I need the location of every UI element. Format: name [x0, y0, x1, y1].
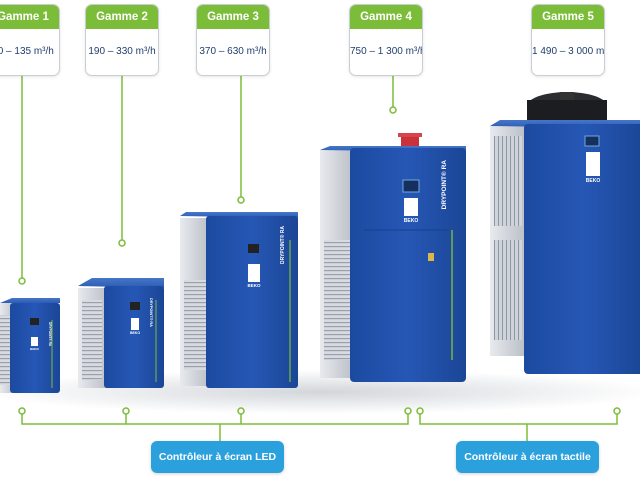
brand-label-1: BEKO — [30, 347, 39, 351]
model-label-3: DRYPOINT® RA — [279, 226, 286, 264]
range-title: Gamme 5 — [532, 5, 604, 29]
brand-label-3: BEKO — [247, 283, 261, 288]
touch-controller-label: Contrôleur à écran tactile — [456, 441, 599, 473]
range-flow-rate: 70 – 135 m³/h — [0, 46, 54, 57]
brand-label-4: BEKO — [404, 218, 419, 224]
dryer-gamme-1 — [0, 298, 60, 393]
range-title: Gamme 4 — [350, 5, 422, 29]
model-label-1: DRYPOINT® RA — [48, 322, 52, 347]
touch-controller-bracket — [416, 407, 621, 441]
led-controller-label: Contrôleur à écran LED — [151, 441, 284, 473]
range-connectors — [18, 75, 397, 285]
range-card-gamme-1: Gamme 1 70 – 135 m³/h — [0, 4, 60, 76]
dryer-gamme-2 — [78, 278, 164, 388]
brand-label-2: BEKO — [130, 331, 140, 335]
range-flow-rate: 190 – 330 m³/h — [88, 46, 156, 57]
range-title: Gamme 3 — [197, 5, 269, 29]
range-title: Gamme 1 — [0, 5, 59, 29]
range-flow-rate: 1 490 – 3 000 m³/h — [532, 46, 605, 57]
model-label-4: DRYPOINT® RA — [440, 160, 448, 210]
brand-label-5: BEKO — [586, 178, 601, 184]
range-card-gamme-4: Gamme 4 750 – 1 300 m³/h — [349, 4, 423, 76]
dryer-gamme-5 — [490, 92, 640, 374]
range-title: Gamme 2 — [86, 5, 158, 29]
range-flow-rate: 370 – 630 m³/h — [199, 46, 267, 57]
dryer-gamme-4 — [320, 133, 466, 382]
range-flow-rate: 750 – 1 300 m³/h — [350, 46, 423, 57]
dryer-gamme-3 — [180, 212, 298, 388]
led-controller-bracket — [18, 407, 412, 441]
range-card-gamme-3: Gamme 3 370 – 630 m³/h — [196, 4, 270, 76]
range-card-gamme-5: Gamme 5 1 490 – 3 000 m³/h — [531, 4, 605, 76]
model-label-2: DRYPOINT® RA — [149, 298, 153, 327]
range-card-gamme-2: Gamme 2 190 – 330 m³/h — [85, 4, 159, 76]
